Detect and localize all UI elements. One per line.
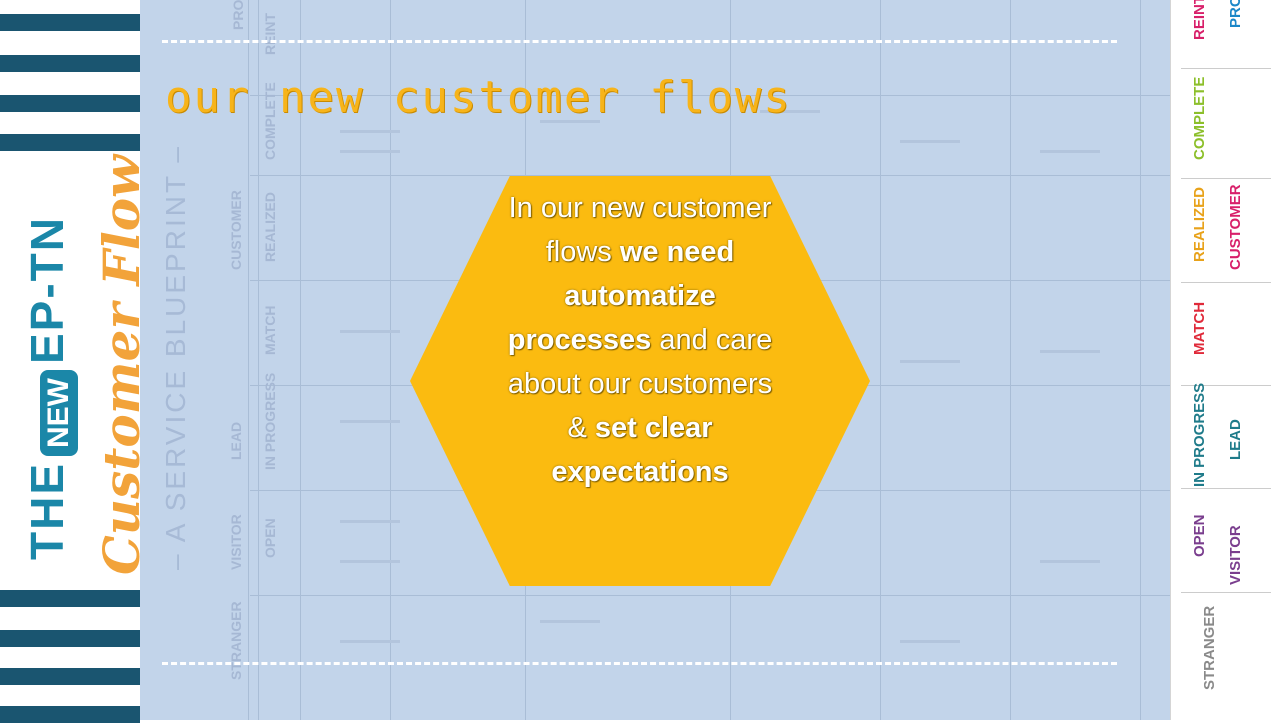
blueprint-stage-label: MATCH xyxy=(262,305,278,355)
legend-label-in-progress: IN PROGRESS xyxy=(1191,382,1208,487)
legend-label-open: OPEN xyxy=(1191,514,1208,557)
brand-strip: THENEWEP-TN Customer Flow xyxy=(0,0,151,723)
stage-legend: STRANGER VISITOR OPEN LEAD IN PROGRESS M… xyxy=(1170,0,1280,720)
blueprint-stage-label: VISITOR xyxy=(228,514,244,570)
brand-title-the: THE xyxy=(21,462,73,560)
legend-label-complete: COMPLETE xyxy=(1191,76,1208,160)
blueprint-stage-label: OPEN xyxy=(262,518,278,558)
stripe xyxy=(0,95,140,112)
stripe xyxy=(0,706,140,723)
legend-label-realized: REALIZED xyxy=(1191,187,1208,262)
hexagon-text: In our new customer flows we need automa… xyxy=(500,186,780,494)
legend-label-customer: CUSTOMER xyxy=(1227,184,1244,270)
legend-label-reint: REINT xyxy=(1191,0,1208,40)
blueprint-stage-label: PRO xyxy=(230,0,246,30)
stripe xyxy=(0,590,140,607)
stripe xyxy=(0,668,140,685)
hexagon-text-bold: set clear expectations xyxy=(551,412,729,488)
stripe xyxy=(0,134,140,151)
top-dashed-rule xyxy=(162,40,1117,43)
page-title: our new customer flows xyxy=(165,72,792,123)
hexagon-text-bold: we need automatize processes xyxy=(507,236,735,356)
legend-label-visitor: VISITOR xyxy=(1227,525,1244,585)
hexagon-text-part: and care about our customers & xyxy=(507,324,773,444)
legend-label-match: MATCH xyxy=(1191,301,1208,355)
stripe xyxy=(0,630,140,647)
service-blueprint-background: – A SERVICE BLUEPRINT – STRANGER VISITOR… xyxy=(140,0,1170,720)
blueprint-stage-label: LEAD xyxy=(228,421,244,460)
blueprint-stage-label: IN PROGRESS xyxy=(262,372,278,470)
legend-label-stranger: STRANGER xyxy=(1201,605,1218,690)
legend-label-lead: LEAD xyxy=(1227,419,1244,460)
hexagon-callout xyxy=(410,176,870,586)
brand-title-eptn: EP-TN xyxy=(21,216,73,364)
brand-title-new-badge: NEW xyxy=(39,370,78,456)
blueprint-side-text: – A SERVICE BLUEPRINT – xyxy=(160,144,191,570)
blueprint-stage-label: REALIZED xyxy=(262,192,278,262)
blueprint-stage-label: CUSTOMER xyxy=(228,190,244,270)
stripe xyxy=(0,55,140,72)
legend-label-pro: PRO xyxy=(1227,0,1244,28)
blueprint-stage-label: STRANGER xyxy=(228,601,244,680)
hexagon-text-part: In our new customer flows xyxy=(508,192,772,268)
brand-title: THE NEW EP-TN xyxy=(20,216,78,560)
blueprint-stage-label: REINT xyxy=(262,13,278,55)
bottom-dashed-rule xyxy=(162,662,1117,665)
stripe xyxy=(0,14,140,31)
